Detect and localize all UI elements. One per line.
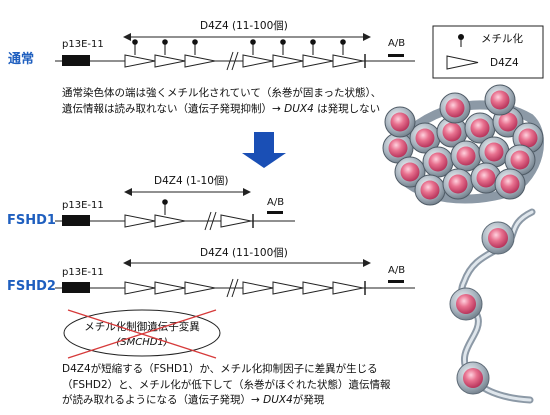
fshd-line3-gene: DUX4 [263, 394, 293, 406]
break-mark-normal-a [226, 51, 234, 71]
d4z4-unit-normal-4 [242, 54, 274, 68]
methyl-icon-normal-1 [132, 39, 138, 45]
ab-label-fshd1: A/B [267, 197, 284, 208]
legend-methylation-label: メチル化 [481, 32, 523, 45]
condensed-nucleosome-15 [494, 168, 526, 200]
d4z4-unit-fshd1-2 [154, 214, 186, 228]
open-nucleosome-1 [481, 221, 515, 255]
ab-label-normal: A/B [388, 38, 405, 49]
break-mark-normal-b [231, 51, 239, 71]
fshd-explanation-line2: （FSHD2）と、メチル化が低下して（糸巻がほぐれた状態）遺伝情報 [62, 378, 391, 391]
d4z4-unit-normal-7 [332, 54, 364, 68]
d4z4-unit-normal-2 [154, 54, 186, 68]
row-fshd2: FSHD2 p13E-11 D4Z4 (11-100個) A/B [7, 246, 415, 298]
normal-explanation-line2: 遺伝情報は読み取れない（遺伝子発現抑制）→ DUX4 は発現しない [62, 102, 381, 118]
normal-explanation: 通常染色体の端は強くメチル化されていて（糸巻が固まった状態）、 遺伝情報は読み取… [62, 86, 381, 117]
repeat-count-label-normal: D4Z4 (11-100個) [200, 19, 288, 32]
normal-line2-gene: DUX4 [284, 102, 314, 115]
condensed-nucleosome-17 [439, 92, 471, 124]
condensed-nucleosome-12 [414, 174, 446, 206]
break-mark-fshd1-b [209, 211, 217, 231]
d4z4-unit-fshd2-2 [154, 281, 186, 295]
d4z4-repeats-fshd1 [124, 199, 254, 231]
transition-arrow-icon [242, 132, 286, 168]
promoter-block-fshd2 [62, 282, 90, 293]
condensed-nucleosome-2 [409, 122, 441, 154]
d4z4-unit-normal-3 [184, 54, 216, 68]
condensed-nucleosome-16 [384, 106, 416, 138]
row-fshd1: FSHD1 p13E-11 D4Z4 (1-10個) A/B [7, 174, 295, 231]
d4z4-unit-fshd1-1 [124, 214, 156, 228]
condensed-nucleosome-9 [450, 140, 482, 172]
fshd-explanation-line3: が読み取れるようになる（遺伝子発現）→ DUX4が発現 [62, 393, 390, 409]
cross-line-2 [67, 309, 217, 359]
break-mark-fshd2-a [226, 278, 234, 298]
condensed-chromatin-illustration [382, 84, 545, 206]
legend-d4z4-icon [446, 55, 479, 70]
methyl-icon-normal-3 [192, 39, 198, 45]
fshd-explanation: D4Z4が短縮する（FSHD1）か、メチル化抑制因子に差異が生じる （FSHD2… [62, 362, 390, 409]
d4z4-unit-normal-5 [272, 54, 304, 68]
condensed-nucleosome-14 [470, 162, 502, 194]
promoter-block-normal [62, 55, 90, 66]
row-normal: 通常 p13E-11 D4Z4 (11-100個) A/B [8, 19, 415, 71]
fshd-explanation-line1: D4Z4が短縮する（FSHD1）か、メチル化抑制因子に差異が生じる [62, 363, 378, 375]
condensed-nucleosome-8 [422, 146, 454, 178]
condensed-nucleosome-7 [394, 156, 426, 188]
d4z4-unit-normal-6 [302, 54, 334, 68]
condensed-nucleosome-18 [484, 84, 516, 116]
open-chromatin-illustration [449, 208, 536, 404]
d4z4-unit-fshd2-1 [124, 281, 156, 295]
normal-line2-post: は発現しない [313, 102, 381, 115]
d4z4-unit-fshd2-3 [184, 281, 216, 295]
d4z4-repeats-normal [124, 39, 366, 71]
d4z4-unit-normal-1 [124, 54, 156, 68]
break-mark-fshd1-a [204, 211, 212, 231]
promoter-block-fshd1 [62, 215, 90, 226]
promoter-label-fshd2: p13E-11 [62, 267, 104, 278]
methyl-icon-normal-2 [162, 39, 168, 45]
methyl-icon-normal-5 [280, 39, 286, 45]
methyl-icon-normal-6 [310, 39, 316, 45]
d4z4-unit-fshd2-5 [272, 281, 304, 295]
d4z4-unit-fshd1-3 [220, 214, 252, 228]
legend-methyl-icon [458, 34, 464, 40]
break-mark-fshd2-b [231, 278, 239, 298]
condensed-nucleosome-13 [442, 168, 474, 200]
normal-explanation-line1: 通常染色体の端は強くメチル化されていて（糸巻が固まった状態）、 [62, 87, 382, 99]
normal-line2-pre: 遺伝情報は読み取れない（遺伝子発現抑制）→ [62, 102, 285, 115]
methyl-icon-normal-7 [340, 39, 346, 45]
fshd-line3-post: が発現 [292, 394, 325, 406]
promoter-label-fshd1: p13E-11 [62, 200, 104, 211]
ab-block-normal [388, 54, 404, 57]
row-label-fshd2: FSHD2 [7, 279, 56, 294]
ab-block-fshd2 [388, 280, 404, 283]
mutation-gene-label: (SMCHD1) [116, 337, 167, 348]
repeat-count-label-fshd1: D4Z4 (1-10個) [154, 174, 229, 187]
row-label-normal: 通常 [8, 51, 34, 67]
mutation-label: メチル化制御遺伝子変異 [84, 320, 200, 333]
legend-box [432, 25, 544, 79]
methyl-icon-fshd1-2 [162, 199, 168, 205]
d4z4-unit-fshd2-6 [302, 281, 334, 295]
promoter-label-normal: p13E-11 [62, 39, 104, 50]
legend-d4z4-label: D4Z4 [490, 57, 519, 69]
condensed-nucleosome-10 [478, 136, 510, 168]
ab-block-fshd1 [267, 211, 283, 214]
fshd-line3-pre: が読み取れるようになる（遺伝子発現）→ [62, 394, 264, 406]
d4z4-repeats-fshd2 [124, 278, 366, 298]
ab-label-fshd2: A/B [388, 265, 405, 276]
d4z4-unit-fshd2-4 [242, 281, 274, 295]
smchd1-mutation-annotation: メチル化制御遺伝子変異 (SMCHD1) [63, 309, 221, 359]
condensed-nucleosome-4 [464, 112, 496, 144]
row-label-fshd1: FSHD1 [7, 213, 56, 228]
legend: メチル化 D4Z4 [432, 25, 544, 79]
d4z4-unit-fshd2-7 [332, 281, 364, 295]
open-nucleosome-3 [456, 361, 490, 395]
repeat-count-label-fshd2: D4Z4 (11-100個) [200, 246, 288, 259]
open-nucleosome-2 [449, 287, 483, 321]
methyl-icon-normal-4 [250, 39, 256, 45]
